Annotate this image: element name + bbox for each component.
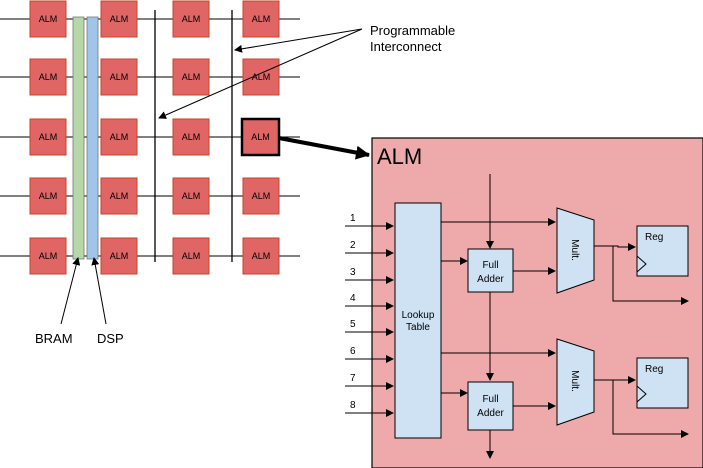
interconnect-label-line2: Interconnect <box>370 39 442 54</box>
alm-block-label: ALM <box>39 132 58 142</box>
lookup-table-label-line1: Lookup <box>402 310 435 321</box>
alm-block[interactable] <box>172 237 210 275</box>
alm-block[interactable] <box>242 0 280 38</box>
dsp-column <box>86 16 99 260</box>
lookup-table-block <box>394 202 442 439</box>
full-adder-upper-line1: Full <box>482 260 498 271</box>
alm-block-label: ALM <box>110 72 129 82</box>
alm-block-label: ALM <box>110 191 129 201</box>
alm-block-label: ALM <box>182 251 201 261</box>
alm-block[interactable] <box>242 237 280 275</box>
alm-grid: ALM ALM ALM ALM ALM ALM ALM ALM ALM ALM ALM ALM ALM A… <box>29 0 280 275</box>
mux-upper-label: Mult. <box>569 239 580 261</box>
interconnect-callout: Programmable Interconnect <box>158 23 455 119</box>
alm-block[interactable] <box>29 237 67 275</box>
alm-block-label: ALM <box>39 14 58 24</box>
alm-block[interactable] <box>172 118 210 156</box>
full-adder-upper <box>467 248 514 293</box>
interconnect-label-line1: Programmable <box>370 23 455 38</box>
lut-input-label: 8 <box>350 400 356 411</box>
zoom-arrow <box>278 136 370 160</box>
alm-block[interactable] <box>100 118 138 156</box>
alm-block[interactable] <box>172 177 210 215</box>
interconnect-columns <box>154 10 233 262</box>
lut-inputs: 1 2 3 4 5 6 7 8 <box>345 213 394 417</box>
alm-block[interactable] <box>29 0 67 38</box>
alm-block-label: ALM <box>252 14 271 24</box>
alm-block-label: ALM <box>182 14 201 24</box>
alm-block-label: ALM <box>110 132 129 142</box>
lut-input-label: 5 <box>350 319 356 330</box>
full-adder-lower-line2: Adder <box>477 408 504 419</box>
register-upper <box>636 225 689 277</box>
fpga-fabric: ALM ALM ALM ALM ALM ALM ALM ALM ALM ALM ALM ALM ALM A… <box>0 0 455 346</box>
lookup-table-label-line2: Table <box>406 322 430 333</box>
lower-wiring <box>441 349 689 459</box>
alm-block[interactable] <box>100 0 138 38</box>
alm-block[interactable] <box>100 177 138 215</box>
full-adder-lower <box>467 381 514 431</box>
alm-block-label: ALM <box>39 72 58 82</box>
bram-column <box>72 16 85 260</box>
alm-block-label: ALM <box>39 251 58 261</box>
alm-block-label: ALM <box>182 191 201 201</box>
alm-detail-title: ALM <box>377 144 422 169</box>
alm-detail: ALM 1 2 3 4 5 6 7 8 Lookup Table Full <box>345 137 703 468</box>
lut-input-label: 7 <box>350 373 356 384</box>
alm-block[interactable] <box>172 58 210 96</box>
alm-block[interactable] <box>242 58 280 96</box>
dsp-label: DSP <box>97 331 124 346</box>
lut-input-label: 2 <box>350 240 356 251</box>
lut-input-label: 1 <box>350 213 356 224</box>
register-lower-label: Reg <box>645 364 663 375</box>
alm-block-label: ALM <box>252 251 271 261</box>
lut-input-label: 6 <box>350 346 356 357</box>
alm-block-label: ALM <box>110 14 129 24</box>
register-lower-clock <box>636 385 647 403</box>
bram-label: BRAM <box>35 331 73 346</box>
register-upper-clock <box>636 255 647 273</box>
alm-block-label: ALM <box>182 132 201 142</box>
alm-block[interactable] <box>100 237 138 275</box>
alm-block[interactable] <box>172 0 210 38</box>
alm-block-label: ALM <box>252 72 271 82</box>
alm-block-highlighted[interactable] <box>240 117 281 157</box>
alm-block[interactable] <box>29 118 67 156</box>
alm-block[interactable] <box>100 58 138 96</box>
register-lower <box>636 357 689 409</box>
alm-block-highlighted-label: ALM <box>251 132 270 142</box>
mux-lower-label: Mult. <box>569 370 580 392</box>
alm-block-label: ALM <box>182 72 201 82</box>
alm-block-label: ALM <box>110 251 129 261</box>
upper-wiring <box>441 174 689 381</box>
full-adder-lower-line1: Full <box>482 394 498 405</box>
mux-lower <box>556 338 595 426</box>
lut-input-label: 3 <box>350 267 356 278</box>
register-upper-label: Reg <box>645 232 663 243</box>
mux-upper <box>556 207 595 294</box>
alm-block[interactable] <box>29 58 67 96</box>
alm-block-label: ALM <box>39 191 58 201</box>
dsp-callout: DSP <box>91 257 124 346</box>
lut-input-label: 4 <box>350 293 356 304</box>
alm-block-label: ALM <box>252 191 271 201</box>
alm-block[interactable] <box>29 177 67 215</box>
full-adder-upper-line2: Adder <box>477 274 504 285</box>
bram-callout: BRAM <box>35 257 81 346</box>
alm-block[interactable] <box>242 177 280 215</box>
